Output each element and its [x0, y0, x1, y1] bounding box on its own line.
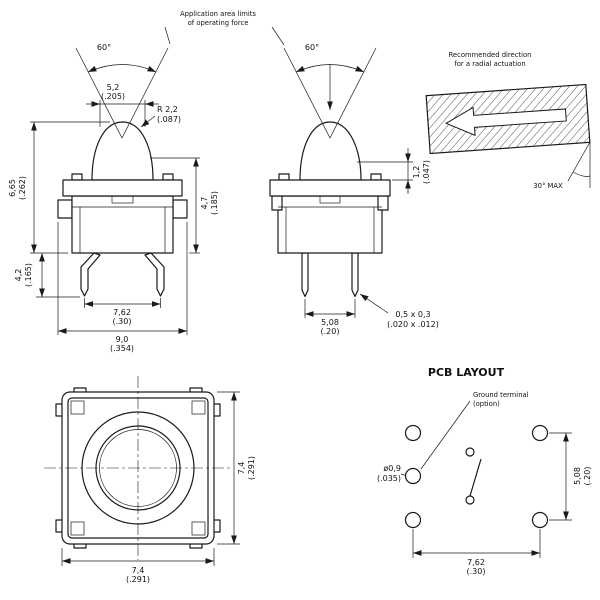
switch-leg-right: [351, 252, 359, 298]
dim-leg-length-in: (.165): [24, 263, 33, 287]
dim-pin-mm: 0,5 x 0,3: [395, 310, 430, 319]
dim-height-mm: 7,4: [237, 462, 246, 475]
corner-post-1: [70, 400, 85, 415]
pcb-hole-bottom-left: [404, 511, 422, 529]
angle-line-right: [121, 47, 169, 139]
ground-terminal-leader: [420, 400, 471, 470]
radial-actuation-note: Recommended direction for a radial actua…: [425, 51, 591, 190]
dim-pitch-mm: 5,08: [321, 318, 339, 327]
switch-body: [277, 195, 383, 254]
angle-ref-tilted: [567, 141, 591, 182]
flange-tab-right: [162, 173, 174, 181]
dim-pitch-mm: 7,62: [113, 308, 131, 317]
switch-blade: [469, 458, 482, 497]
switch-leg-right: [144, 252, 165, 297]
dim-row-pitch-in: (.20): [583, 467, 592, 486]
dim-height-total-in: (.262): [18, 176, 27, 200]
angle-label: 60°: [97, 43, 111, 52]
pcb-layout: PCB LAYOUT Ground terminal (option) ø0,9…: [377, 366, 592, 576]
dim-col-pitch-in: (.30): [467, 567, 486, 576]
switch-contact-bottom: [465, 495, 475, 505]
dim-top-width-in: (.205): [101, 92, 125, 101]
angle-line-right: [329, 47, 377, 139]
top-view: 7,4 (.291) 7,4 (.291): [44, 376, 256, 584]
dim-hole-in: (.035): [377, 474, 401, 483]
dim-height-in: (.291): [247, 456, 256, 480]
flange: [62, 179, 183, 197]
side-view: 60° 1,2 (.047) 5,08 (.20) 0,5 x 0,3 (.02…: [269, 43, 439, 336]
mount-ear-left: [57, 199, 73, 219]
dim-radius-mm: R 2,2: [157, 105, 178, 114]
switch-leg-left: [80, 252, 101, 297]
dim-overall-in: (.354): [110, 344, 134, 353]
corner-post-2: [191, 400, 206, 415]
app-area-leader-right: [271, 26, 285, 46]
flange-tab-left: [278, 173, 290, 181]
switch-body: [71, 195, 174, 254]
hook-right: [377, 195, 389, 211]
front-view: 60° Application area limits of operating…: [8, 10, 285, 353]
pcb-hole-top-left: [404, 424, 422, 442]
app-area-label-1: Application area limits: [180, 10, 256, 18]
dim-width-mm: 7,4: [132, 566, 145, 575]
flange: [269, 179, 391, 197]
app-area-label-2: of operating force: [188, 19, 249, 27]
corner-post-3: [70, 521, 85, 536]
dim-top-width-mm: 5,2: [107, 83, 120, 92]
corner-post-4: [191, 521, 206, 536]
dim-leg-length-mm: 4,2: [14, 269, 23, 282]
dim-travel-mm: 1,2: [412, 166, 421, 179]
switch-leg-left: [301, 252, 309, 298]
angle-arc: [87, 64, 157, 73]
pcb-hole-ground: [404, 467, 422, 485]
flange-tab-left: [71, 173, 83, 181]
pcb-hole-bottom-right: [531, 511, 549, 529]
switch-contact-top: [465, 447, 475, 457]
pcb-layout-title: PCB LAYOUT: [428, 366, 505, 379]
radius-leader: [140, 115, 156, 128]
angle-line-left: [283, 47, 331, 139]
hook-left: [271, 195, 283, 211]
dim-height-right-in: (.185): [210, 191, 219, 215]
dim-pitch-in: (.30): [113, 317, 132, 326]
flange-tab-right: [370, 173, 382, 181]
button-dome: [91, 121, 154, 181]
angle-label: 60°: [305, 43, 319, 52]
dim-pitch-in: (.20): [321, 327, 340, 336]
angle-line-left: [75, 47, 123, 139]
dim-hole-mm: ø0,9: [383, 464, 401, 473]
pin-size-leader: [359, 293, 389, 314]
direction-arrow: [445, 106, 567, 137]
button-dome: [299, 121, 362, 181]
max-angle-label: 30° MAX: [533, 182, 563, 190]
dim-travel-in: (.047): [422, 160, 431, 184]
radial-note-line1: Recommended direction: [449, 51, 532, 59]
dim-col-pitch-mm: 7,62: [467, 558, 485, 567]
dim-pin-in: (.020 x .012): [387, 320, 439, 329]
pcb-hole-top-right: [531, 424, 549, 442]
dim-height-total-mm: 6,65: [8, 179, 17, 197]
angle-arc: [572, 171, 591, 177]
dim-height-right-mm: 4,7: [200, 197, 209, 210]
dim-width-in: (.291): [126, 575, 150, 584]
dim-overall-mm: 9,0: [116, 335, 129, 344]
mount-ear-right: [172, 199, 188, 219]
radial-note-line2: for a radial actuation: [454, 60, 525, 68]
ground-terminal-option: (option): [473, 400, 500, 408]
body-notch: [319, 195, 341, 204]
ground-terminal-label: Ground terminal: [473, 391, 529, 399]
dim-row-pitch-mm: 5,08: [573, 467, 582, 485]
body-notch: [111, 195, 134, 204]
app-area-leader-left: [164, 26, 171, 45]
dim-radius-in: (.087): [157, 115, 181, 124]
